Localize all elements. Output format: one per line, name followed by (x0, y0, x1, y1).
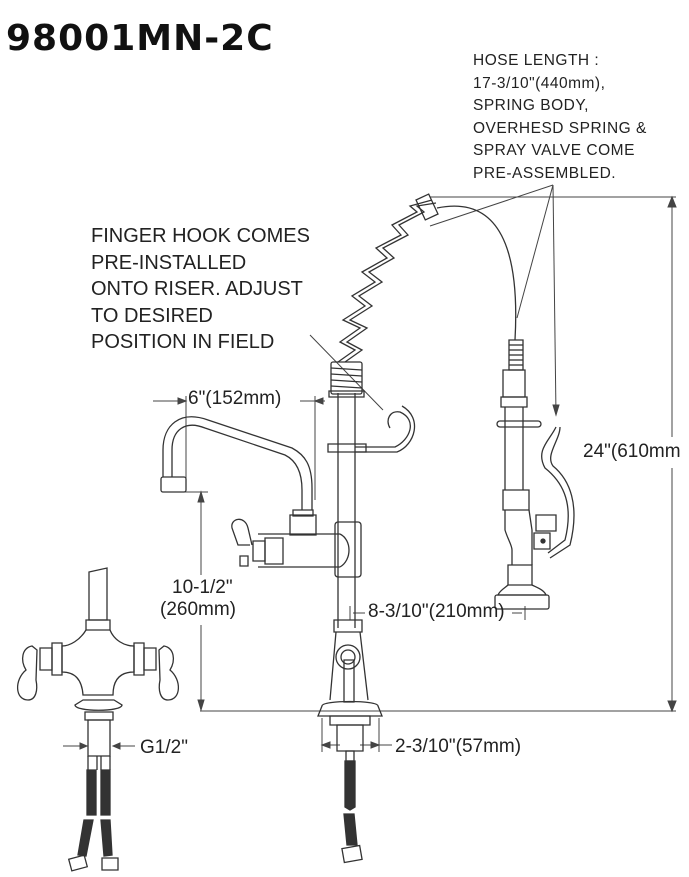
flange-diameter-dimension: 2-3/10"(57mm) (395, 736, 522, 757)
pre-rinse-riser (161, 194, 516, 862)
leader-line-finger-hook (310, 335, 383, 410)
leader-line-valve (553, 185, 556, 415)
spout-height-dimension-mm: (260mm) (160, 599, 237, 621)
spout-height-dimension-inches: 10-1/2" (172, 577, 233, 599)
hose-length-note: HOSE LENGTH : 17-3/10"(440mm), SPRING BO… (473, 52, 647, 182)
total-height-dimension: 24"(610mm (583, 441, 681, 463)
finger-hook-note: FINGER HOOK COMES PRE-INSTALLED ONTO RIS… (91, 225, 310, 353)
riser-to-valve-dimension: 8-3/10"(210mm) (368, 601, 505, 622)
model-number-title: 98001MN-2C (6, 18, 274, 59)
deck-mount-mixer (18, 568, 179, 871)
dimension-lines (63, 185, 676, 752)
arrowhead-up (668, 197, 676, 207)
arrowhead-down (668, 701, 676, 711)
spray-valve (495, 340, 574, 609)
leader-line-hose (517, 185, 553, 318)
spout-reach-dimension: 6"(152mm) (188, 388, 282, 410)
inlet-thread-dimension: G1/2" (140, 737, 188, 758)
leader-line-spring (430, 185, 553, 226)
